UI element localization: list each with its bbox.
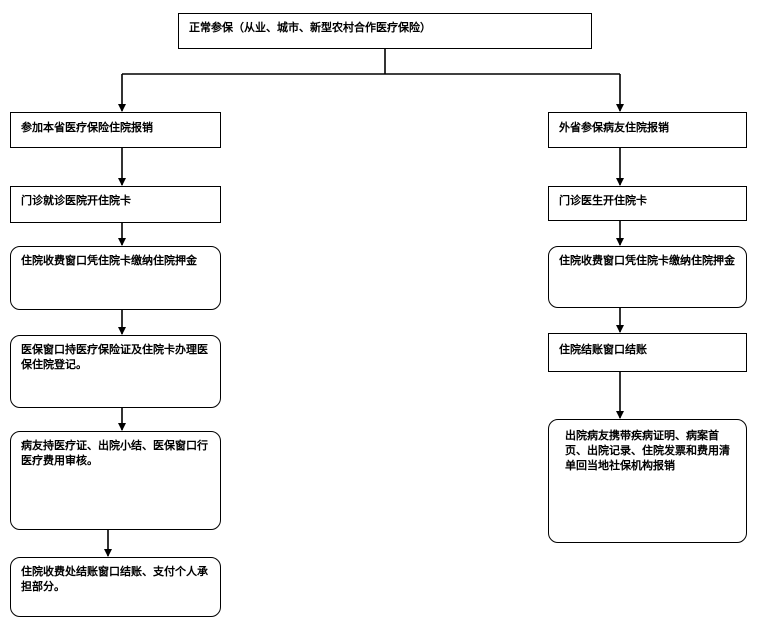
node-right-step-2: 门诊医生开住院卡	[548, 186, 747, 221]
node-left-step-1: 参加本省医疗保险住院报销	[10, 112, 221, 148]
node-top: 正常参保（从业、城市、新型农村合作医疗保险）	[178, 13, 592, 49]
node-right-step-3: 住院收费窗口凭住院卡缴纳住院押金	[548, 246, 747, 308]
node-right-step-5: 出院病友携带疾病证明、病案首页、出院记录、住院发票和费用清单回当地社保机构报销	[548, 419, 747, 543]
node-left-step-2: 门诊就诊医院开住院卡	[10, 186, 221, 223]
node-left-step-4: 医保窗口持医疗保险证及住院卡办理医保住院登记。	[10, 335, 221, 408]
node-left-step-3: 住院收费窗口凭住院卡缴纳住院押金	[10, 246, 221, 310]
node-left-step-5: 病友持医疗证、出院小结、医保窗口行医疗费用审核。	[10, 431, 221, 530]
node-right-step-4: 住院结账窗口结账	[548, 333, 747, 372]
node-right-step-1: 外省参保病友住院报销	[548, 112, 747, 148]
node-left-step-6: 住院收费处结账窗口结账、支付个人承担部分。	[10, 557, 221, 617]
